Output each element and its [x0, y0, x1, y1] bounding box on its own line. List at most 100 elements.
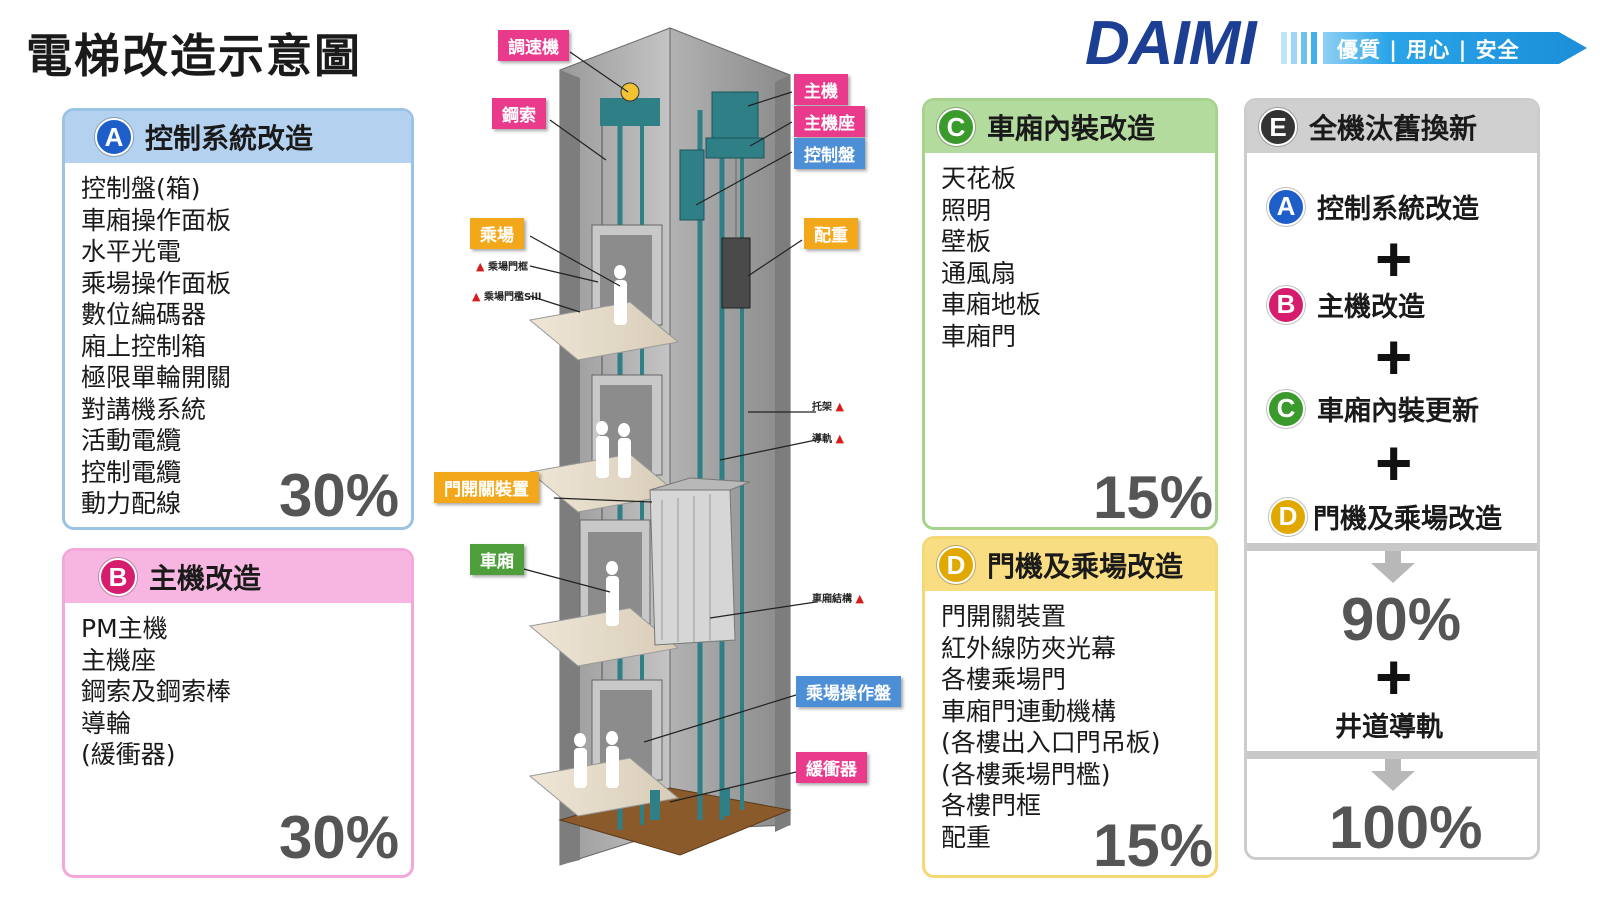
panel-c-header: C 車廂內裝改造	[925, 101, 1215, 153]
slogan-arrow-icon	[1281, 32, 1587, 64]
list-item: (各樓乘場門檻)	[941, 759, 1111, 789]
label-guide-rail: 導軌 ▲	[812, 430, 844, 445]
tag-landing-panel: 乘場操作盤	[796, 676, 901, 707]
warning-icon: ▲	[476, 260, 485, 273]
panel-b-header: B 主機改造	[65, 551, 411, 603]
plus-icon: +	[1375, 641, 1413, 713]
list-item: 天花板	[941, 164, 1017, 193]
tag-control-panel: 控制盤	[794, 138, 865, 169]
list-item: 水平光電	[81, 237, 182, 266]
panel-d-list: 門開關裝置 紅外線防夾光幕 各樓乘場門 車廂門連動機構 (各樓出入口門吊板) (…	[925, 591, 1215, 853]
tag-buffer: 緩衝器	[796, 752, 867, 783]
badge-d: D	[1269, 497, 1307, 536]
panel-a-title: 控制系統改造	[145, 122, 314, 155]
panel-c-percent: 15%	[1093, 464, 1214, 530]
hoistway-rail-label: 井道導軌	[1335, 712, 1443, 743]
panel-d-percent: 15%	[1093, 812, 1214, 878]
list-item: 控制盤(箱)	[81, 174, 201, 203]
plus-icon: +	[1375, 223, 1413, 295]
tag-wire-rope: 鋼索	[492, 98, 546, 129]
tag-door-operator: 門開關裝置	[434, 472, 539, 503]
warning-icon: ▲	[835, 432, 844, 445]
slogan-banner: 優質 | 用心 | 安全	[1281, 28, 1589, 68]
list-item: (緩衝器)	[81, 740, 176, 769]
list-item: PM主機	[81, 614, 168, 643]
panel-a-list: 控制盤(箱) 車廂操作面板 水平光電 乘場操作面板 數位編碼器 廂上控制箱 極限…	[65, 163, 411, 520]
label-landing-door-sill: ▲ 乘場門檻Sill	[472, 288, 541, 303]
e-row-label: 主機改造	[1317, 292, 1425, 323]
list-item: 導輪	[81, 708, 132, 738]
badge-a: A	[95, 118, 133, 156]
e-row-label: 車廂內裝更新	[1317, 396, 1479, 427]
list-item: 照明	[941, 195, 992, 225]
label-car-structure: 車廂結構 ▲	[812, 590, 864, 605]
tag-landing: 乘場	[470, 218, 524, 249]
e-divider	[1247, 543, 1537, 551]
label-landing-door-frame: ▲ 乘場門框	[476, 258, 528, 273]
list-item: 壁板	[941, 227, 992, 256]
panel-d-header: D 門機及乘場改造	[925, 539, 1215, 591]
arrow-down-icon	[1371, 759, 1415, 791]
list-item: 主機座	[81, 645, 157, 675]
tag-car: 車廂	[470, 544, 524, 575]
panel-c-list: 天花板 照明 壁板 通風扇 車廂地板 車廂門	[925, 153, 1215, 352]
warning-icon: ▲	[835, 400, 844, 413]
list-item: 通風扇	[941, 258, 1017, 288]
panel-traction-machine: B 主機改造 PM主機 主機座 鋼索及鋼索棒 導輪 (緩衝器) 30%	[62, 548, 414, 878]
list-item: 車廂地板	[941, 290, 1042, 319]
panel-c-title: 車廂內裝改造	[987, 112, 1156, 145]
warning-icon: ▲	[855, 592, 864, 605]
list-item: 控制電纜	[81, 457, 182, 487]
list-item: 乘場操作面板	[81, 268, 232, 298]
panel-a-header: A 控制系統改造	[65, 111, 411, 163]
badge-e: E	[1259, 108, 1297, 146]
panel-b-list: PM主機 主機座 鋼索及鋼索棒 導輪 (緩衝器)	[65, 603, 411, 771]
subtotal-percent: 90%	[1341, 586, 1462, 653]
total-percent: 100%	[1329, 794, 1483, 860]
e-row-c: C 車廂內裝更新	[1267, 389, 1479, 428]
e-row-a: A 控制系統改造	[1267, 187, 1479, 226]
list-item: 對講機系統	[81, 394, 207, 424]
label-bracket: 托架 ▲	[812, 398, 844, 413]
badge-c: C	[1267, 389, 1305, 428]
panel-door-landing: D 門機及乘場改造 門開關裝置 紅外線防夾光幕 各樓乘場門 車廂門連動機構 (各…	[922, 536, 1218, 878]
daimi-logo: DAIMI 優質 | 用心 | 安全	[1085, 8, 1595, 78]
list-item: 鋼索及鋼索棒	[81, 677, 232, 706]
e-row-d: D 門機及乘場改造	[1269, 497, 1502, 536]
panel-a-percent: 30%	[279, 462, 400, 529]
list-item: 門開關裝置	[941, 602, 1067, 631]
panel-full-replacement: E 全機汰舊換新 A 控制系統改造 + B 主機改造 + C 車廂內裝更新 + …	[1244, 98, 1540, 860]
plus-icon: +	[1375, 427, 1413, 499]
e-row-b: B 主機改造	[1267, 285, 1425, 324]
list-item: 極限單輪開關	[81, 363, 232, 392]
label-text: 導軌	[812, 434, 832, 445]
badge-b: B	[1267, 285, 1305, 324]
logo-brand: DAIMI	[1085, 9, 1257, 78]
tag-governor: 調速機	[498, 30, 569, 61]
list-item: (各樓出入口門吊板)	[941, 728, 1161, 757]
label-text: 乘場門框	[487, 262, 528, 273]
list-item: 車廂操作面板	[81, 205, 232, 235]
panel-e-title: 全機汰舊換新	[1309, 112, 1478, 145]
panel-e-header: E 全機汰舊換新	[1247, 101, 1537, 153]
e-row-label: 門機及乘場改造	[1313, 504, 1502, 535]
label-text: 乘場門檻Sill	[483, 292, 542, 303]
list-item: 廂上控制箱	[81, 331, 207, 361]
page-title: 電梯改造示意圖	[26, 29, 362, 83]
list-item: 數位編碼器	[81, 300, 207, 329]
badge-b: B	[99, 558, 137, 596]
list-item: 紅外線防夾光幕	[941, 633, 1117, 663]
list-item: 動力配線	[81, 489, 182, 518]
tag-traction-machine: 主機	[794, 74, 848, 105]
list-item: 配重	[941, 822, 992, 852]
e-row-label: 控制系統改造	[1317, 194, 1479, 225]
arrow-down-icon	[1371, 551, 1415, 583]
panel-car-interior: C 車廂內裝改造 天花板 照明 壁板 通風扇 車廂地板 車廂門 15%	[922, 98, 1218, 530]
badge-d: D	[937, 546, 975, 584]
panel-d-title: 門機及乘場改造	[987, 550, 1184, 583]
list-item: 車廂門	[941, 321, 1017, 351]
badge-a: A	[1267, 187, 1305, 226]
elevator-shaft-illustration	[519, 27, 817, 866]
tag-counterweight: 配重	[804, 218, 858, 249]
list-item: 活動電纜	[81, 426, 182, 455]
